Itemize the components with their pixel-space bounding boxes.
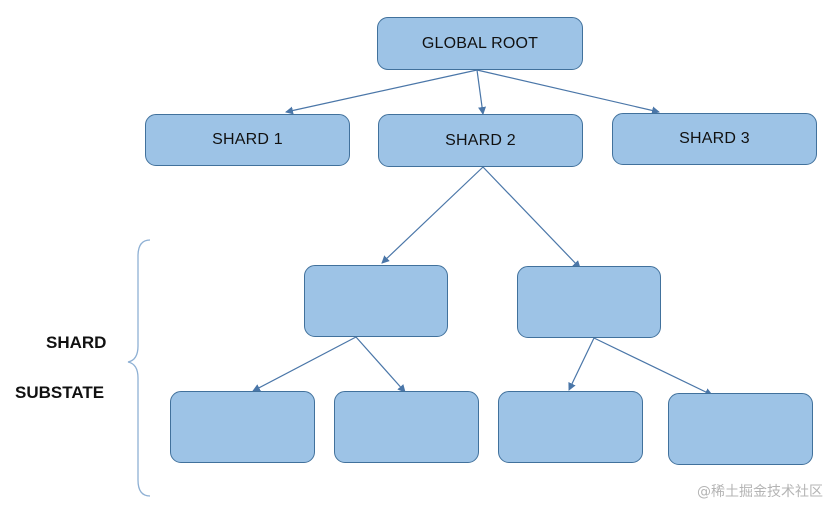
shard-3-node: SHARD 3	[612, 113, 817, 165]
edge-shard-2-substate-left	[381, 166, 484, 264]
shard-2-node: SHARD 2	[378, 114, 583, 167]
edge-substate-left-leaf-2	[355, 336, 406, 393]
substate-leaf-2	[334, 391, 479, 463]
substate-leaf-4	[668, 393, 813, 465]
shard-2-label: SHARD 2	[445, 131, 516, 149]
global-root-label: GLOBAL ROOT	[421, 34, 539, 52]
substate-leaf-3	[498, 391, 643, 463]
edge-substate-right-leaf-3	[568, 337, 595, 391]
substate-node-right	[517, 266, 661, 338]
edge-substate-left-leaf-1	[252, 336, 357, 392]
edge-root-shard-3	[476, 69, 660, 115]
shard-1-label: SHARD 1	[212, 131, 283, 148]
edge-substate-right-leaf-4	[593, 337, 713, 396]
edge-root-shard-2	[476, 69, 487, 115]
substate-node-left	[304, 265, 448, 337]
edge-root-shard-1	[285, 69, 478, 115]
shard-1-node: SHARD 1	[145, 114, 350, 166]
substate-label-shard: SHARD	[46, 333, 107, 352]
substate-label-substate: SUBSTATE	[15, 383, 105, 402]
substate-brace	[127, 239, 151, 497]
shard-3-label: SHARD 3	[679, 130, 750, 147]
watermark: @稀土掘金技术社区	[697, 484, 823, 500]
substate-leaf-1	[170, 391, 315, 463]
edge-shard-2-substate-right	[482, 166, 581, 269]
global-root-node: GLOBAL ROOT	[377, 17, 583, 70]
